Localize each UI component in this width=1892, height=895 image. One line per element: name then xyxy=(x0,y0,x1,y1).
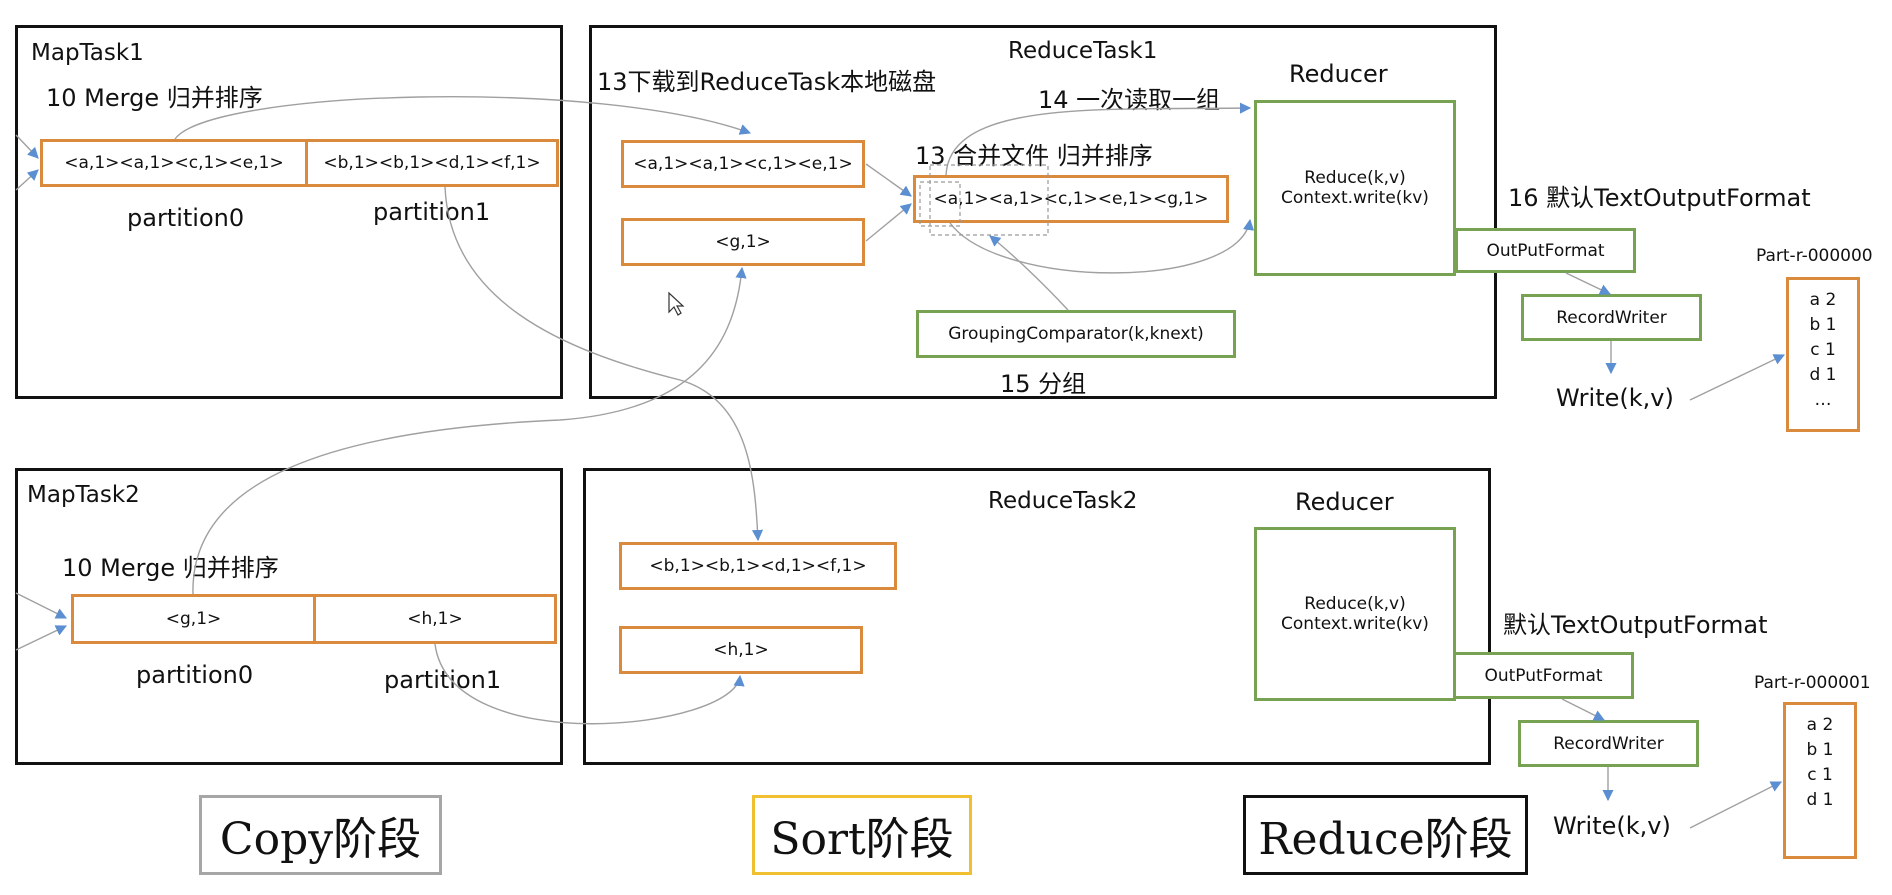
output2-recordwriter-box: RecordWriter xyxy=(1518,720,1699,767)
output-arrow xyxy=(1565,272,1612,295)
output2-file-name: Part-r-000001 xyxy=(1754,673,1871,693)
reducer1-box: Reduce(k,v) Context.write(kv) xyxy=(1254,100,1456,276)
map-task1-step-label: 10 Merge 归并排序 xyxy=(46,84,263,112)
output1-line: a 2 xyxy=(1809,290,1837,310)
reducer2-title: Reducer xyxy=(1295,488,1394,516)
grouping-comparator-box: GroupingComparator(k,knext) xyxy=(916,310,1236,358)
input-arrow xyxy=(15,592,68,619)
mouse-cursor-icon xyxy=(668,291,685,316)
output1-file-name: Part-r-000000 xyxy=(1756,246,1873,266)
copy-arrow xyxy=(174,96,752,140)
output1-line: c 1 xyxy=(1810,340,1836,360)
map-task2-partition1-segment: <h,1> xyxy=(313,594,557,644)
reducer1-title: Reducer xyxy=(1289,60,1388,88)
output2-format-label: 默认TextOutputFormat xyxy=(1503,611,1768,639)
map-task2-partition0-segment: <g,1> xyxy=(71,594,316,644)
reduce-task2-title: ReduceTask2 xyxy=(988,488,1138,514)
reducer2-context-write: Context.write(kv) xyxy=(1281,614,1429,634)
group-selection-inner xyxy=(919,181,961,227)
map-task1-partition0-segment: <a,1><a,1><c,1><e,1> xyxy=(40,139,308,187)
input-arrow xyxy=(15,169,39,191)
map-task1-partition1-label: partition1 xyxy=(373,198,491,226)
reduce-task2-file-1: <b,1><b,1><d,1><f,1> xyxy=(619,542,897,590)
map-task1-partition0-label: partition0 xyxy=(127,204,245,232)
reduce-task1-file-2: <g,1> xyxy=(621,218,865,266)
output1-write-call: Write(k,v) xyxy=(1556,384,1674,412)
output-arrow xyxy=(1689,354,1786,401)
output1-line: d 1 xyxy=(1809,365,1837,385)
map-task2-step-label: 10 Merge 归并排序 xyxy=(62,554,279,582)
merge-arrow xyxy=(865,203,912,242)
copy-arrow xyxy=(192,266,747,595)
map-task2-partition1-label: partition1 xyxy=(384,666,502,694)
output1-line: b 1 xyxy=(1809,315,1837,335)
merged-sorted-file: <a,1><a,1><c,1><e,1><g,1> xyxy=(913,175,1229,223)
output2-line: a 2 xyxy=(1806,715,1834,735)
grouping-arrow xyxy=(989,235,1069,311)
group-selection-outer xyxy=(929,164,1049,236)
merge-arrow xyxy=(865,163,912,197)
read-group-arrow xyxy=(945,102,1252,176)
output1-outputformat-box: OutPutFormat xyxy=(1455,228,1636,273)
input-arrow xyxy=(15,625,68,651)
output1-recordwriter-box: RecordWriter xyxy=(1521,294,1702,341)
reducer1-reduce-call: Reduce(k,v) xyxy=(1304,168,1406,188)
copy-arrow xyxy=(434,643,745,725)
reduce-task2-file-2: <h,1> xyxy=(619,626,863,674)
reducer-loop-arrow xyxy=(949,218,1255,274)
output2-line: c 1 xyxy=(1807,765,1833,785)
download-step-label: 13下载到ReduceTask本地磁盘 xyxy=(597,68,937,96)
input-arrow xyxy=(15,134,39,159)
reducer1-context-write: Context.write(kv) xyxy=(1281,188,1429,208)
map-task2-partition0-label: partition0 xyxy=(136,661,254,689)
output2-line: d 1 xyxy=(1806,790,1834,810)
copy-arrow xyxy=(444,186,764,542)
reducer2-reduce-call: Reduce(k,v) xyxy=(1304,594,1406,614)
output2-write-call: Write(k,v) xyxy=(1553,812,1671,840)
reducer2-box: Reduce(k,v) Context.write(kv) xyxy=(1254,527,1456,701)
map-task2-title: MapTask2 xyxy=(27,482,140,508)
output2-file: a 2 b 1 c 1 d 1 xyxy=(1783,702,1857,859)
output-arrow xyxy=(1561,698,1606,721)
reduce-task1-file-1: <a,1><a,1><c,1><e,1> xyxy=(621,140,865,188)
reduce-task1-title: ReduceTask1 xyxy=(1008,38,1158,64)
map-task1-partition1-segment: <b,1><b,1><d,1><f,1> xyxy=(305,139,559,187)
output-arrow xyxy=(1689,781,1782,829)
grouping-step-label: 15 分组 xyxy=(1000,370,1087,398)
output1-file: a 2 b 1 c 1 d 1 … xyxy=(1786,277,1860,432)
reduce-stage-label: Reduce阶段 xyxy=(1243,795,1528,875)
output1-line: … xyxy=(1814,390,1832,410)
sort-stage-label: Sort阶段 xyxy=(752,795,972,875)
map-task1-panel xyxy=(15,25,563,399)
output1-format-label: 16 默认TextOutputFormat xyxy=(1508,184,1811,212)
copy-stage-label: Copy阶段 xyxy=(199,795,442,875)
output2-line: b 1 xyxy=(1806,740,1834,760)
map-task1-title: MapTask1 xyxy=(31,40,144,66)
output2-outputformat-box: OutPutFormat xyxy=(1453,652,1634,699)
